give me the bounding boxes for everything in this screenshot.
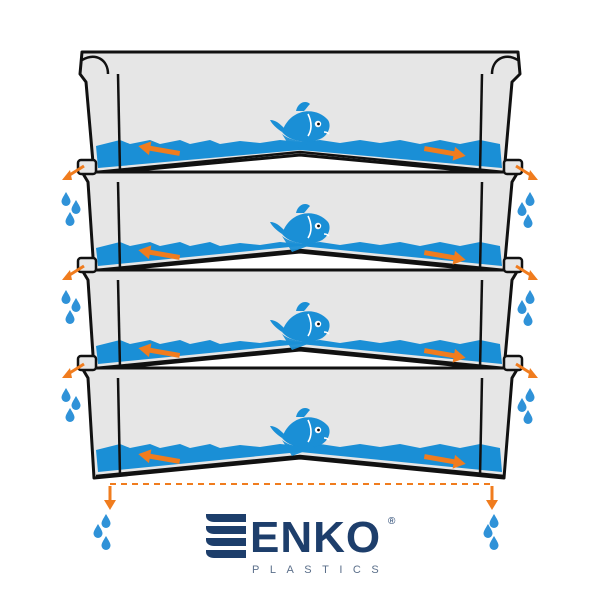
water-drop-icon xyxy=(525,192,535,206)
registered-mark: ® xyxy=(388,516,396,527)
water-drop-icon xyxy=(523,410,533,424)
water-drop-icon xyxy=(65,310,75,324)
water-drop-icon xyxy=(71,200,81,214)
water-drop-icon xyxy=(523,312,533,326)
overflow-arrows xyxy=(62,164,538,510)
water-drop-icon xyxy=(65,212,75,226)
water-drop-icon xyxy=(525,388,535,402)
water-4 xyxy=(96,444,502,472)
water-drop-icon xyxy=(517,398,527,412)
water-drop-icon xyxy=(517,202,527,216)
brand-logo: ENKO ® PLASTICS xyxy=(0,508,600,588)
water-drop-icon xyxy=(61,388,71,402)
water-drop-icon xyxy=(65,408,75,422)
crate-floors xyxy=(95,150,505,478)
water-3 xyxy=(96,340,502,364)
water-drop-icon xyxy=(71,298,81,312)
water-drop-icon xyxy=(525,290,535,304)
brand-name: ENKO xyxy=(250,513,382,562)
water-drop-icon xyxy=(61,192,71,206)
enko-logo-mark xyxy=(206,514,246,558)
water-layers xyxy=(96,140,502,472)
water-drop-icon xyxy=(517,300,527,314)
water-drop-icon xyxy=(71,396,81,410)
brand-subtitle: PLASTICS xyxy=(252,564,390,576)
water-1 xyxy=(96,140,502,168)
water-drop-icon xyxy=(523,214,533,228)
crate-inner-walls xyxy=(81,55,519,477)
water-2 xyxy=(96,242,502,266)
water-drop-icon xyxy=(61,290,71,304)
